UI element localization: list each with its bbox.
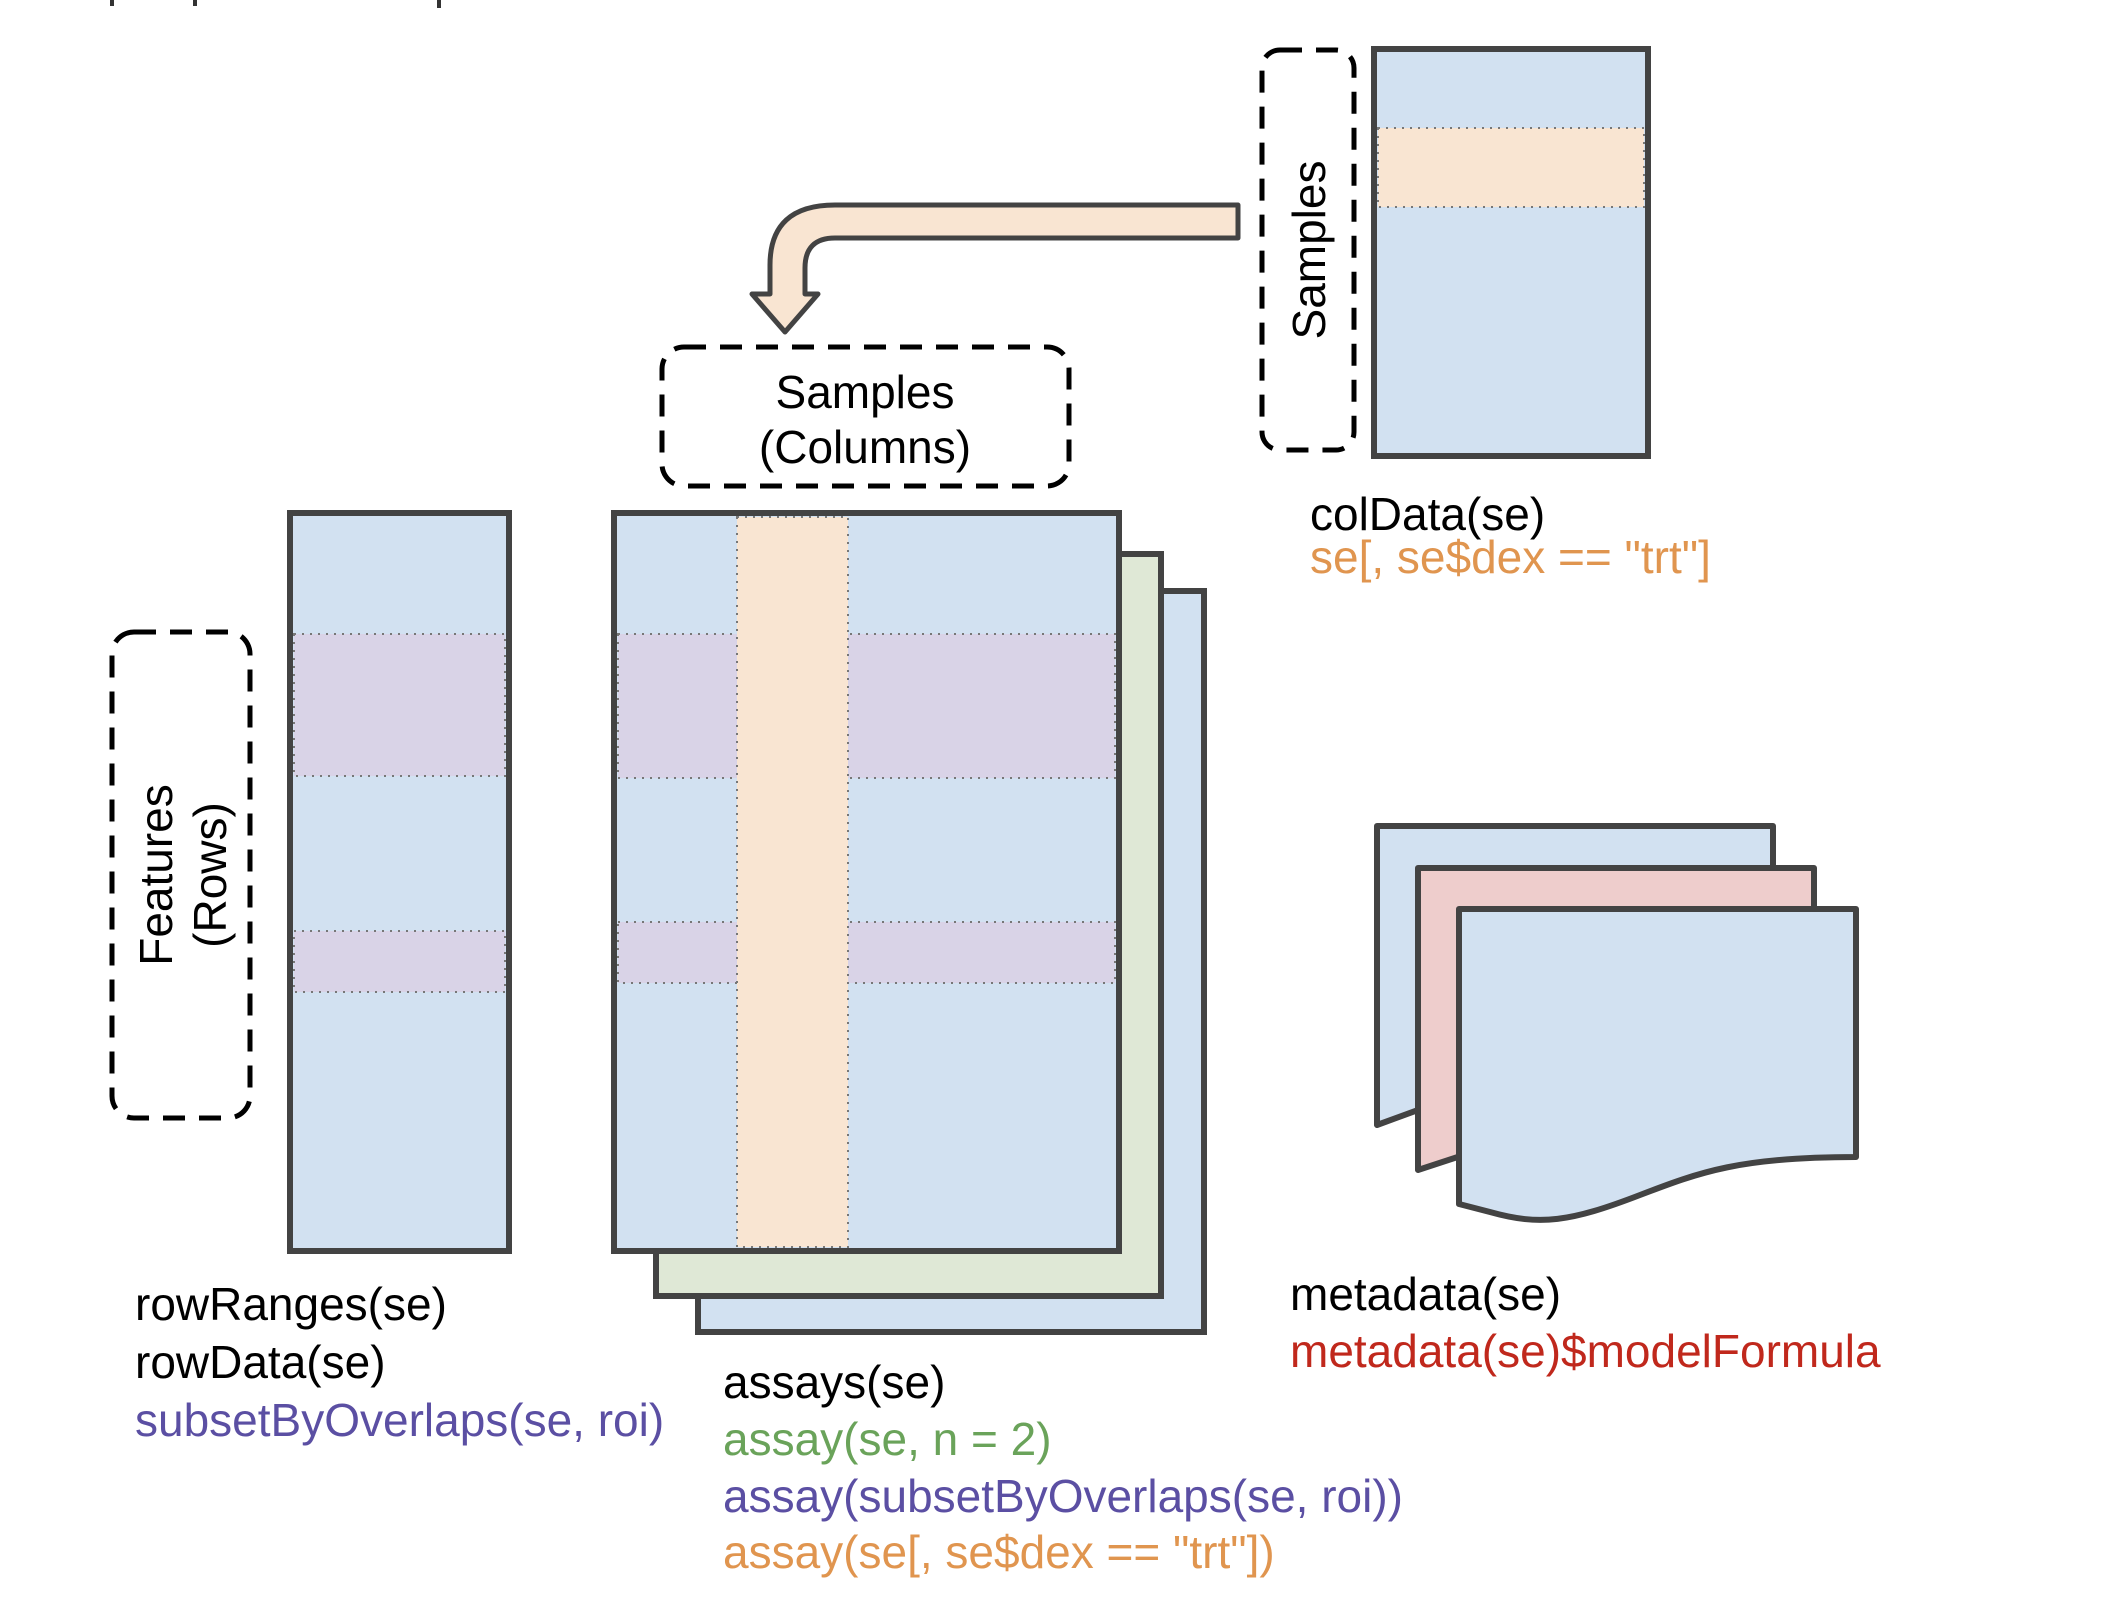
coldata-selected-sample-row [1377,127,1645,208]
coldata-caption: colData(se) se[, se$dex == "trt"] [1310,488,1711,583]
coldata-line: colData(se) [1310,488,1545,540]
rowranges-table [287,510,512,1254]
rowranges-selected-row-2 [293,930,506,993]
assay-layer-1 [611,510,1122,1254]
features-label-line2: (Rows) [184,802,236,948]
rowdata-line: rowData(se) [135,1336,386,1388]
samples-columns-dashed-outline [659,344,1072,489]
features-dashed-outline [109,629,253,1121]
assay-selected-column [736,516,849,1248]
assay-selected-row-1 [617,633,1116,779]
metadata-documents-icon [1374,823,1859,1223]
clipped-heading-fragment [110,0,441,8]
coldata-table [1371,46,1651,459]
rowranges-selected-row-1 [293,633,506,777]
assay-subset-overlaps-line: assay(subsetByOverlaps(se, roi)) [723,1470,1403,1522]
rowdata-caption: rowRanges(se) rowData(se) subsetByOverla… [135,1278,664,1446]
assays-line: assays(se) [723,1356,945,1408]
assays-caption: assays(se) assay(se, n = 2) assay(subset… [723,1356,1403,1578]
assay-stack [611,510,1207,1335]
rowranges-line: rowRanges(se) [135,1278,447,1330]
samples-columns-label-line1: Samples [776,366,955,418]
assay-n2-line: assay(se, n = 2) [723,1413,1052,1465]
metadata-model-formula-line: metadata(se)$modelFormula [1290,1325,1881,1377]
metadata-caption: metadata(se) metadata(se)$modelFormula [1290,1268,1881,1377]
metadata-doc-front [1456,906,1859,1223]
coldata-subset-line: se[, se$dex == "trt"] [1310,531,1711,583]
assay-subset-dex-line: assay(se[, se$dex == "trt"]) [723,1526,1275,1578]
curved-arrow-icon [749,202,1241,335]
metadata-line: metadata(se) [1290,1268,1561,1320]
samples-dashed-outline [1259,47,1357,453]
samples-vertical-label: Samples [1283,161,1335,340]
features-label-line1: Features [130,784,182,966]
assay-selected-row-2 [617,921,1116,984]
subset-by-overlaps-line: subsetByOverlaps(se, roi) [135,1394,664,1446]
samples-columns-label-line2: (Columns) [759,421,971,473]
